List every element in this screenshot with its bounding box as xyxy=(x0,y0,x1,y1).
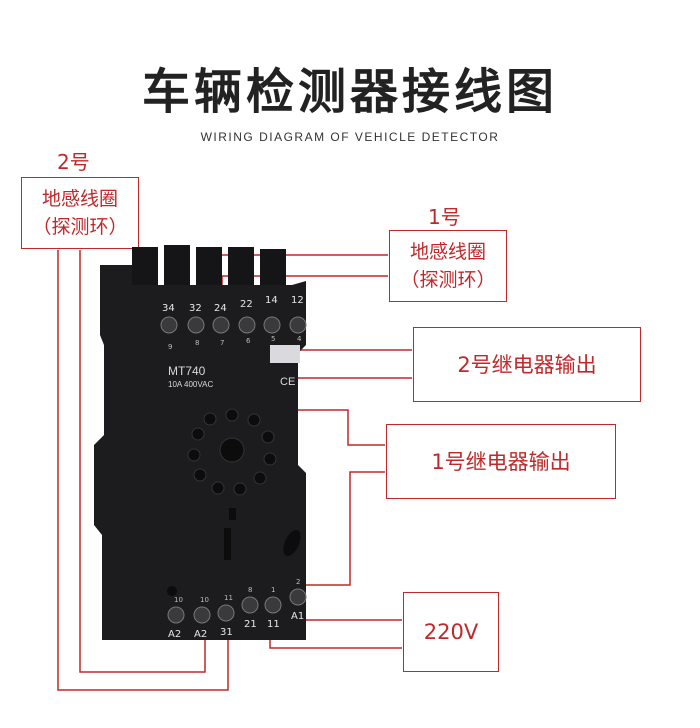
relay2-output-box: 2号继电器输出 xyxy=(413,327,641,402)
loop2-box: 地感线圈 （探测环） xyxy=(21,177,139,249)
relay-socket: 34 32 24 22 14 12 9 8 7 6 5 4 MT740 10A … xyxy=(94,245,307,640)
ce-mark: CE xyxy=(280,376,295,388)
terminal-21: 21 xyxy=(244,619,257,630)
terminal-a2-left: A2 xyxy=(168,629,181,640)
terminal-sub-4: 4 xyxy=(297,335,302,343)
relay1-output-box: 1号继电器输出 xyxy=(386,424,616,499)
terminal-11: 11 xyxy=(267,619,280,630)
loop1-number: 1号 xyxy=(428,205,461,229)
terminal-34: 34 xyxy=(162,303,175,314)
power-label: 220V xyxy=(423,620,479,644)
terminal-sub-8b: 8 xyxy=(248,586,252,594)
terminal-sub-8: 8 xyxy=(195,339,199,347)
terminal-sub-6: 6 xyxy=(246,337,251,345)
terminal-sub-11: 11 xyxy=(224,594,233,602)
terminal-sub-9: 9 xyxy=(168,343,172,351)
terminal-22: 22 xyxy=(240,299,253,310)
terminal-sub-10a: 10 xyxy=(174,596,183,604)
terminal-24: 24 xyxy=(214,303,227,314)
loop2-subtitle: （探测环） xyxy=(32,216,128,238)
terminal-sub-2: 2 xyxy=(296,578,300,586)
terminal-12: 12 xyxy=(291,295,304,306)
terminal-31: 31 xyxy=(220,627,233,638)
loop1-title: 地感线圈 xyxy=(409,241,486,263)
terminal-a1: A1 xyxy=(291,611,304,622)
terminal-sub-1: 1 xyxy=(271,586,275,594)
loop2-title: 地感线圈 xyxy=(41,188,118,210)
diagram-title: 车辆检测器接线图 xyxy=(141,64,558,120)
device-model: MT740 xyxy=(168,364,206,378)
device-rating: 10A 400VAC xyxy=(168,380,213,389)
terminal-14: 14 xyxy=(265,295,278,306)
terminal-sub-7: 7 xyxy=(220,339,224,347)
power-box: 220V xyxy=(403,592,499,672)
relay2-output-label: 2号继电器输出 xyxy=(457,352,597,377)
relay1-output-label: 1号继电器输出 xyxy=(431,449,571,474)
loop1-box: 地感线圈 （探测环） xyxy=(389,230,507,302)
diagram-subtitle: WIRING DIAGRAM OF VEHICLE DETECTOR xyxy=(200,130,500,144)
loop2-number: 2号 xyxy=(57,150,90,174)
terminal-sub-10b: 10 xyxy=(200,596,209,604)
terminal-32: 32 xyxy=(189,303,202,314)
loop1-subtitle: （探测环） xyxy=(400,269,496,291)
terminal-sub-5: 5 xyxy=(271,335,275,343)
terminal-a2-right: A2 xyxy=(194,629,207,640)
